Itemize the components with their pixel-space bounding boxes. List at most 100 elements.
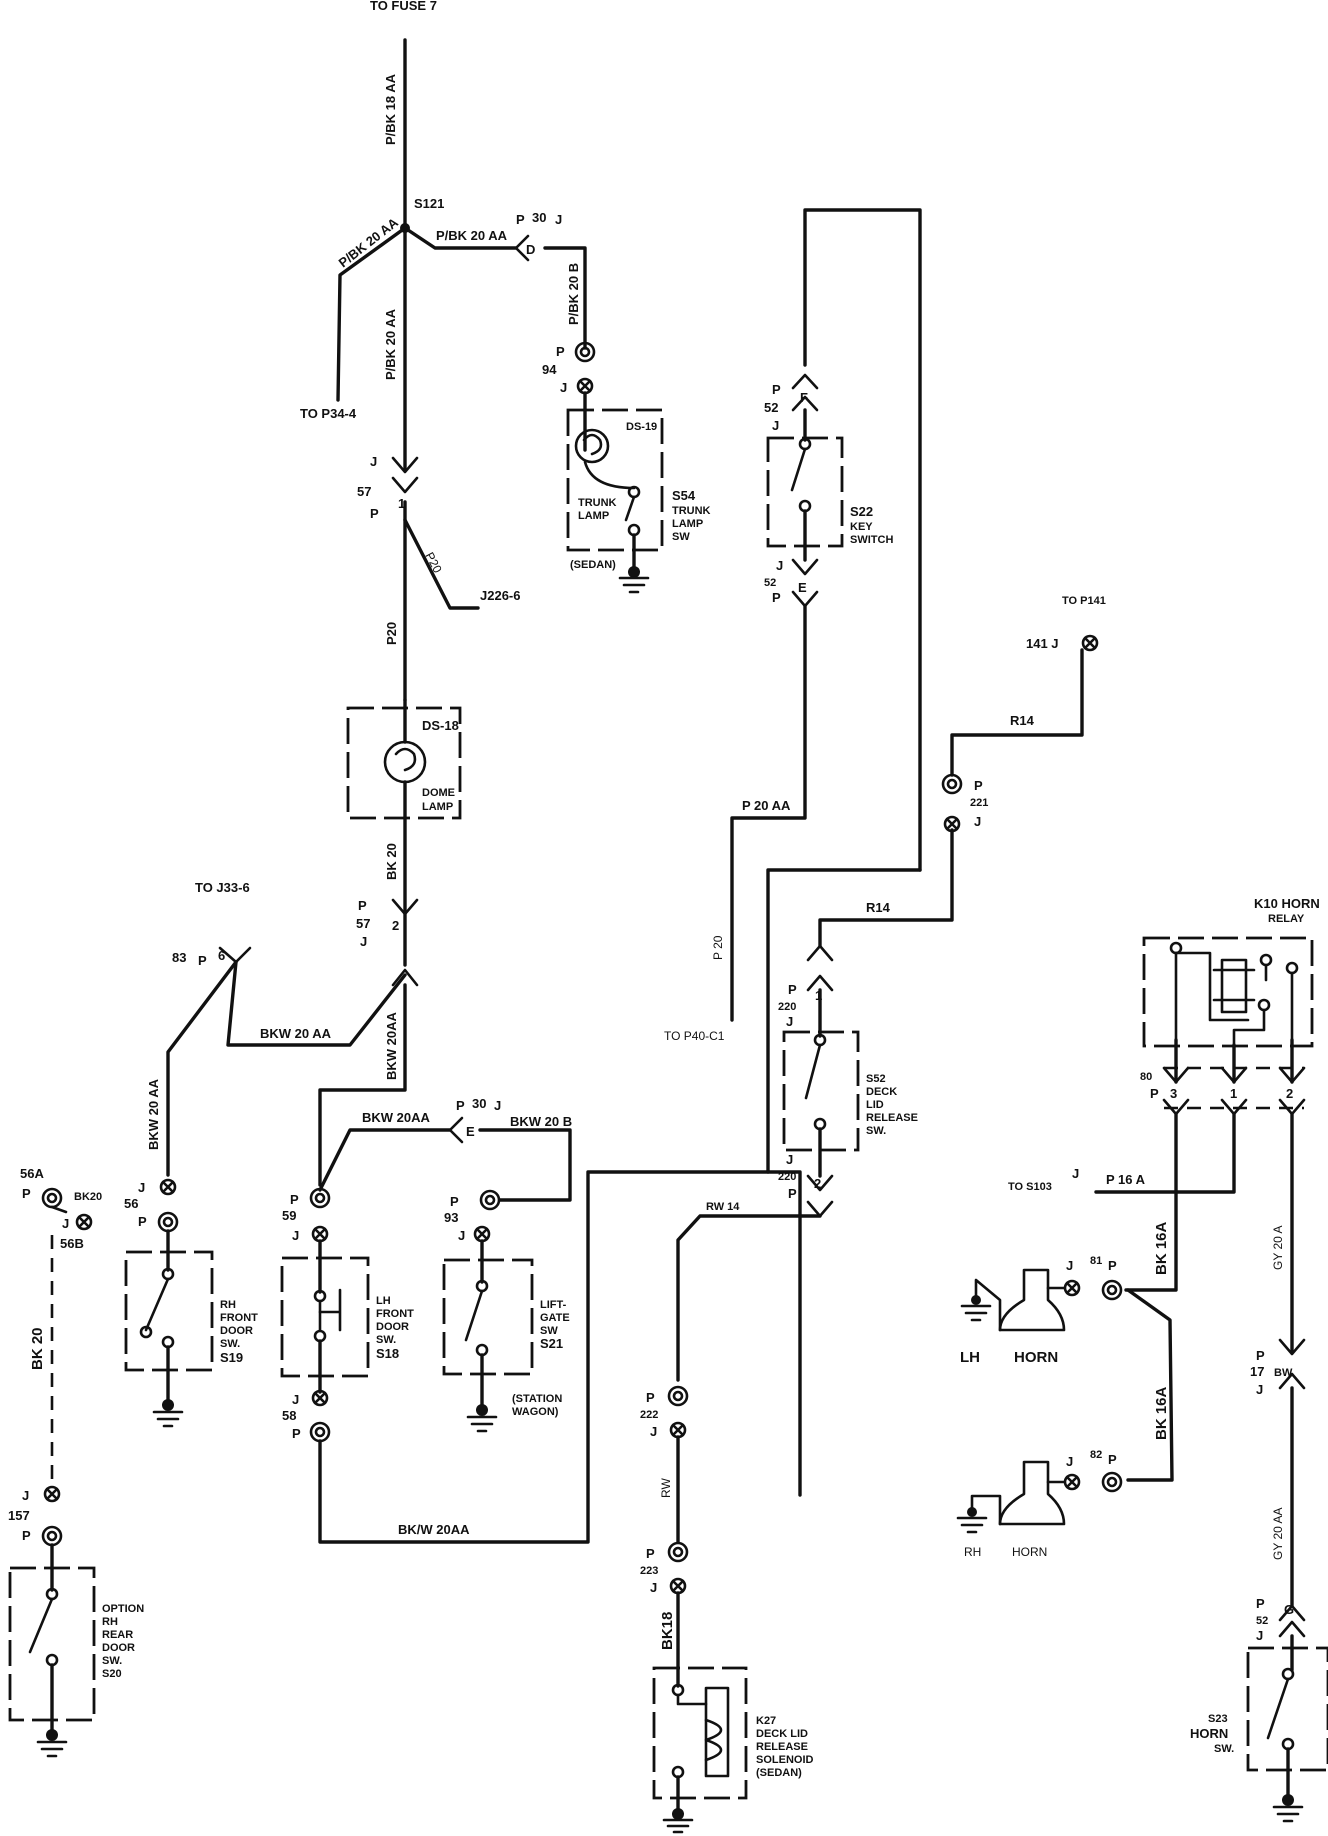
conn56a-bk20: BK20 [74,1191,102,1203]
lh-front-label5: S18 [376,1346,399,1361]
rh-front-label1: RH [220,1299,236,1311]
wire-label-bk20: BK 20 [384,843,399,880]
conn220b-p: P [788,1186,797,1201]
conn59-p: P [290,1192,299,1207]
rh-front-label2: FRONT [220,1312,258,1324]
conn221-num: 221 [970,797,988,809]
s22-label3: SWITCH [850,534,893,546]
k27-label1: K27 [756,1715,776,1727]
wire-label-pbk20aa-b: P/BK 20 AA [436,228,508,243]
conn30-j: J [555,212,562,227]
conn220-num: 220 [778,1001,796,1013]
conn157-num: 157 [8,1508,30,1523]
j226-label: J226-6 [480,588,520,603]
conn222-num: 222 [640,1409,658,1421]
wire-label-p20-diag: P20 [422,550,445,576]
wire-label-bkw20aa-bottom: BK/W 20AA [398,1522,470,1537]
conn83-p: P [198,953,207,968]
conn52-num: 52 [764,400,778,415]
conn222-j: J [650,1424,657,1439]
rh-label: RH [964,1545,981,1559]
conn52b-num: 52 [764,577,776,589]
wire-label-bkw20aa-h: BKW 20 AA [260,1026,332,1041]
s22-label1: S22 [850,504,873,519]
conn30b-num: 30 [472,1096,486,1111]
s52-label3: LID [866,1099,884,1111]
k27-label5: (SEDAN) [756,1767,802,1779]
lift-label1: LIFT- [540,1299,567,1311]
conn57-p: P [370,506,379,521]
conn94-p: P [556,344,565,359]
conn52c-num: 52 [1256,1615,1268,1627]
to-p34-label: TO P34-4 [300,406,357,421]
conn56-num: 56 [124,1196,138,1211]
conn52c-g: G [1284,1602,1294,1617]
relay-pin1: 1 [1230,1086,1237,1101]
conn81-num: 81 [1090,1255,1102,1267]
to-s103-j: J [1072,1166,1079,1181]
wire-label-rw: RW [659,1478,673,1498]
conn221-j: J [974,814,981,829]
splice-s121-label: S121 [414,196,444,211]
wire-label-rw14: RW 14 [706,1201,740,1213]
dome-label1: DOME [422,787,455,799]
relay-pin3: 3 [1170,1086,1177,1101]
wire-label-pbk20b: P/BK 20 B [566,263,581,325]
conn58-p: P [292,1426,301,1441]
conn52-j: J [772,418,779,433]
wire-label-bk16a-a: BK 16A [1153,1221,1170,1275]
s23-label2: HORN [1190,1726,1228,1741]
rear-label6: S20 [102,1668,122,1680]
wire-label-bkw20aa-v: BKW 20 AA [146,1078,161,1150]
conn30-d: D [526,242,535,257]
s54-label: S54 [672,488,696,503]
conn80-num: 80 [1140,1071,1152,1083]
conn220b-j: J [786,1152,793,1167]
lh-label: LH [960,1349,980,1366]
conn220b-num: 220 [778,1171,796,1183]
connector-94 [574,341,596,395]
conn57-pin: 1 [398,496,405,511]
rear-label4: DOOR [102,1642,135,1654]
conn17-bw: BW [1274,1367,1293,1379]
conn17-num: 17 [1250,1364,1264,1379]
conn59-num: 59 [282,1208,296,1223]
horn-switch-circuit [1246,1338,1328,1823]
wire-label-gy20aa: GY 20 AA [1271,1508,1285,1560]
lh-front-label2: FRONT [376,1308,414,1320]
conn56a-label: 56A [20,1166,44,1181]
conn221-p: P [974,778,983,793]
conn56-j: J [138,1180,145,1195]
lift-label3: SW [540,1325,558,1337]
s54-label4: SW [672,531,690,543]
s52-label1: S52 [866,1073,886,1085]
relay-pin2: 2 [1286,1086,1293,1101]
lift-label4: S21 [540,1336,563,1351]
conn30-p: P [516,212,525,227]
conn223-p: P [646,1546,655,1561]
wire-to-p34 [336,226,407,402]
conn157-j: J [22,1488,29,1503]
wire-label-p20aa: P 20 AA [742,798,791,813]
wire-label-r14-b: R14 [1010,713,1035,728]
conn82-p: P [1108,1452,1117,1467]
key-switch-s22 [730,208,922,1022]
ds19-label: DS-19 [626,421,657,433]
conn56b-j: J [62,1216,69,1231]
lh-horn-label: HORN [1014,1349,1058,1366]
to-j33-label: TO J33-6 [195,880,250,895]
lh-front-label3: DOOR [376,1321,409,1333]
wire-label-bk20-left: BK 20 [29,1327,46,1370]
conn52b-j: J [776,558,783,573]
k10-label1: K10 HORN [1254,896,1320,911]
conn30b-j: J [494,1098,501,1113]
wire-label-pbk18aa: P/BK 18 AA [383,73,398,145]
liftgate-switch [442,1189,534,1433]
conn57b-j: J [360,934,367,949]
conn52-p: P [772,382,781,397]
wire-label-p16a: P 16 A [1106,1172,1146,1187]
wire-label-bkw20b: BKW 20 B [510,1114,572,1129]
wagon-label2: WAGON) [512,1406,559,1418]
